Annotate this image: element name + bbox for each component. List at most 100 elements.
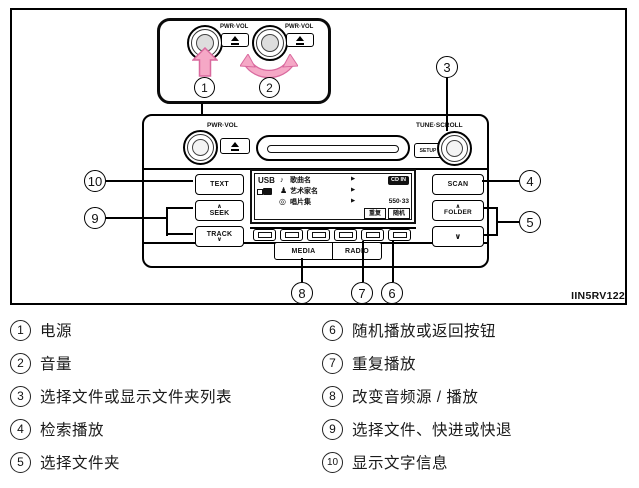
track-button-label: TRACK <box>206 230 233 238</box>
seek-button: ∧ SEEK <box>195 200 244 221</box>
eject-icon <box>231 36 239 45</box>
callout-5-line <box>498 221 519 223</box>
lcd-softkeys: 重复 随机 <box>363 208 410 219</box>
callout-7-line <box>362 241 364 282</box>
pwr-vol-knob <box>183 130 218 165</box>
callout-7-number: 7 <box>358 285 366 301</box>
list-arrow-icon: ▶ <box>351 198 356 204</box>
legend-number-4: 4 <box>10 418 31 440</box>
legend-number-1: 1 <box>10 319 31 341</box>
legend-number-2: 2 <box>10 352 31 374</box>
legend-text-8: 改变音频源 / 播放 <box>352 389 479 406</box>
callout-4-number: 4 <box>526 173 534 189</box>
callout-2-number: 2 <box>266 80 273 95</box>
legend-number-5: 5 <box>10 451 31 473</box>
figure-code: IIN5RV122 <box>571 290 625 302</box>
legend-item-2: 2 音量 <box>10 352 72 374</box>
artist-icon: ♟ <box>280 186 288 195</box>
legend-text-10: 显示文字信息 <box>352 455 449 472</box>
callout-7: 7 <box>351 282 373 304</box>
music-note-icon: ♪ <box>280 175 284 184</box>
callout-5-number: 5 <box>526 214 534 230</box>
callout-4-line <box>482 180 519 182</box>
lcd-song-title: 歌曲名 <box>290 177 311 184</box>
callout-9-line <box>106 217 166 219</box>
preset-button-5-repeat <box>361 229 384 241</box>
scan-button-label: SCAN <box>447 181 469 188</box>
legend-number-9: 9 <box>322 418 343 440</box>
seek-button-label: SEEK <box>209 209 230 217</box>
callout-8: 8 <box>291 282 313 304</box>
legend-item-5: 5 选择文件夹 <box>10 451 120 473</box>
source-button-bar: MEDIA RADIO <box>274 242 382 260</box>
callout-5: 5 <box>519 211 541 233</box>
callout-10-number: 10 <box>87 173 103 189</box>
random-softkey: 随机 <box>387 208 410 219</box>
preset-button-tray <box>252 229 416 243</box>
legend-item-3: 3 选择文件或显示文件夹列表 <box>10 385 232 407</box>
preset-button-6-random <box>388 229 411 241</box>
text-button: TEXT <box>195 174 244 195</box>
legend-item-4: 4 检索播放 <box>10 418 104 440</box>
legend-number-6: 6 <box>322 319 343 341</box>
media-button: MEDIA <box>275 243 333 259</box>
cd-slot-opening <box>267 145 399 153</box>
eject-button <box>220 138 250 154</box>
callout-9-bracket <box>168 207 193 209</box>
list-arrow-icon: ▶ <box>351 187 356 193</box>
rotate-arrow-icon <box>240 54 298 79</box>
folder-button-label: FOLDER <box>444 208 472 216</box>
folder-down-button: ∨ <box>432 226 484 247</box>
eject-icon <box>231 142 239 151</box>
callout-10-line <box>106 180 193 182</box>
legend-number-7: 7 <box>322 352 343 374</box>
legend-item-6: 6 随机播放或返回按钮 <box>322 319 496 341</box>
lcd-source: USB <box>258 176 275 185</box>
tune-scroll-knob <box>437 131 472 166</box>
repeat-softkey: 重复 <box>363 208 386 219</box>
cd-in-badge: CD IN <box>388 176 409 185</box>
eject-button <box>286 33 314 47</box>
legend-item-7: 7 重复播放 <box>322 352 416 374</box>
lcd-counter: 550·33 <box>388 198 409 205</box>
audio-unit-illustration: PWR·VOL SETUP TUNE·SCROLL TEXT ∧ SEEK TR… <box>142 114 489 268</box>
callout-3-line <box>446 77 448 131</box>
diagram-frame <box>10 8 627 305</box>
callout-5-bracket <box>483 207 496 209</box>
callout-8-number: 8 <box>298 285 306 301</box>
radio-button: RADIO <box>333 243 381 259</box>
cd-slot <box>256 135 410 161</box>
preset-button-3 <box>307 229 330 241</box>
callout-3-number: 3 <box>443 59 451 75</box>
callout-3: 3 <box>436 56 458 78</box>
callout-6-line <box>392 241 394 282</box>
callout-6-number: 6 <box>388 285 396 301</box>
legend-number-8: 8 <box>322 385 343 407</box>
legend-number-10: 10 <box>322 451 343 473</box>
callout-1-number: 1 <box>201 80 208 95</box>
callout-9: 9 <box>84 207 106 229</box>
knob-detail-inset: PWR·VOL PWR·VOL 1 2 <box>157 18 331 104</box>
tune-scroll-knob-label: TUNE·SCROLL <box>416 122 463 129</box>
legend-item-10: 10 显示文字信息 <box>322 451 448 473</box>
legend-text-5: 选择文件夹 <box>40 455 121 472</box>
legend-text-1: 电源 <box>40 323 73 340</box>
callout-10: 10 <box>84 170 106 192</box>
radio-button-label: RADIO <box>344 247 370 255</box>
pwr-vol-knob-label: PWR·VOL <box>207 122 238 129</box>
callout-9-bracket <box>166 207 168 236</box>
legend-text-6: 随机播放或返回按钮 <box>352 323 497 340</box>
lcd-artist-name: 艺术家名 <box>290 188 318 195</box>
callout-8-line <box>301 258 303 282</box>
preset-button-2 <box>280 229 303 241</box>
callout-6: 6 <box>381 282 403 304</box>
legend-text-3: 选择文件或显示文件夹列表 <box>40 389 233 406</box>
caret-up-icon: ∧ <box>216 203 223 210</box>
volume-knob-label: PWR·VOL <box>285 24 314 30</box>
callout-9-bracket <box>168 233 193 235</box>
lcd-frame <box>254 173 412 220</box>
legend-item-9: 9 选择文件、快进或快退 <box>322 418 512 440</box>
callout-5-bracket <box>496 207 498 236</box>
legend-text-2: 音量 <box>40 356 73 373</box>
eject-button <box>221 33 249 47</box>
